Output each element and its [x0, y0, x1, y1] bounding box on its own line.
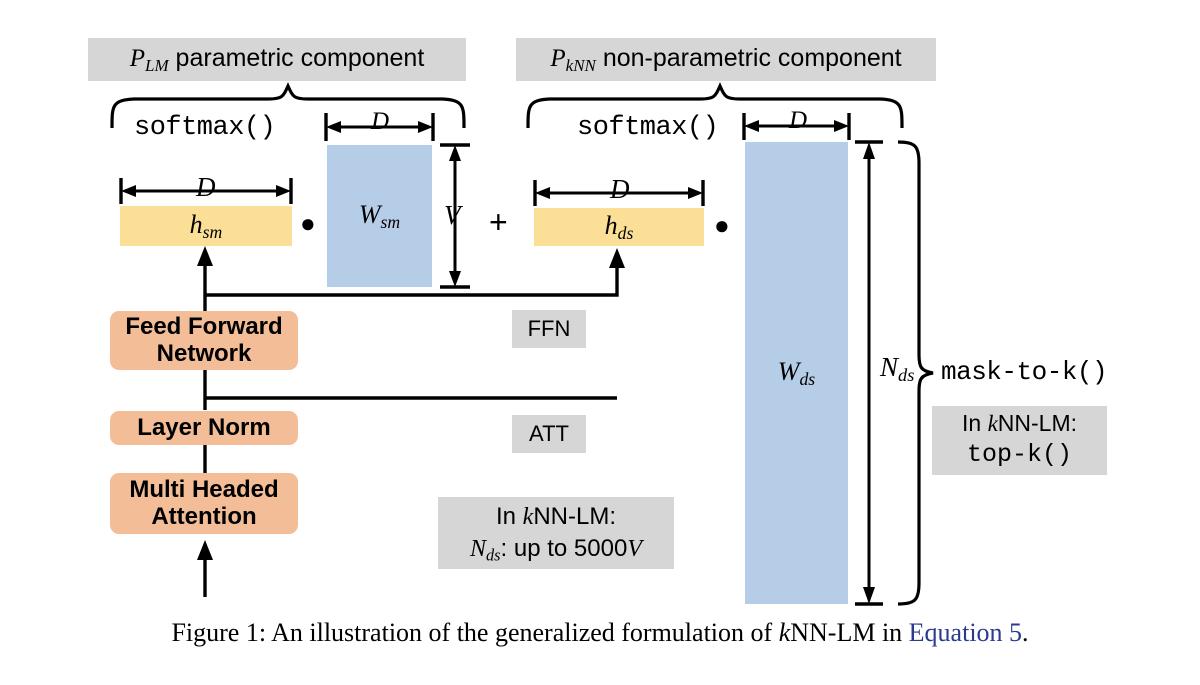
plus-operator: +: [489, 204, 508, 240]
nds-note: In kNN-LM: Nds: up to 5000V: [438, 497, 674, 569]
left-component-header: PLM parametric component: [88, 38, 466, 81]
mask-to-k-label: mask-to-k(): [941, 357, 1108, 387]
w-ds-subscript: ds: [799, 368, 816, 389]
right-header-text: non-parametric component: [595, 43, 902, 72]
left-header-text: parametric component: [168, 43, 425, 72]
mask-note-line1: In kNN-LM:: [962, 409, 1077, 439]
h-sm-block: hsm: [120, 206, 292, 246]
h-ds-block: hds: [534, 208, 704, 246]
right-w-width-label: D: [789, 107, 808, 134]
nds-subscript: ds: [898, 365, 915, 386]
mha-block-line2: Attention: [151, 502, 257, 530]
right-component-header: PkNN non-parametric component: [516, 38, 936, 81]
nds-symbol: N: [880, 352, 899, 382]
mask-to-k-brace: [897, 140, 934, 606]
left-brace: [110, 82, 466, 129]
caption-prefix: Figure 1: An illustration of the general…: [171, 618, 779, 647]
left-w-height-label: V: [444, 200, 461, 230]
caption-equation-link[interactable]: Equation 5: [908, 618, 1023, 647]
left-header-symbol: P: [129, 44, 145, 72]
w-ds-block: Wds: [745, 142, 848, 604]
right-header-symbol: P: [550, 44, 566, 72]
block-feed-forward-network: Feed Forward Network: [110, 311, 298, 370]
h-ds-subscript: ds: [617, 222, 634, 243]
left-w-width-label: D: [371, 108, 390, 135]
ffn-block-line1: Feed Forward: [125, 312, 283, 340]
ffn-block-line2: Network: [156, 339, 252, 367]
layer-norm-label: Layer Norm: [137, 413, 271, 441]
nds-note-V: V: [627, 535, 642, 562]
nds-note-text: : up to 5000: [500, 534, 628, 562]
nds-note-line1-prefix: In: [495, 502, 523, 530]
figure-caption: Figure 1: An illustration of the general…: [0, 618, 1200, 648]
caption-middle: NN-LM in: [790, 618, 909, 647]
nds-note-line1: In kNN-LM:: [496, 501, 616, 533]
h-sm-subscript: sm: [202, 221, 223, 242]
w-sm-subscript: sm: [380, 211, 401, 232]
right-h-width-label: D: [610, 174, 630, 204]
tag-att: ATT: [512, 415, 586, 453]
block-multi-headed-attention: Multi Headed Attention: [110, 473, 298, 534]
mask-note-prefix: In: [961, 410, 988, 437]
caption-suffix: .: [1022, 618, 1029, 647]
left-dot-operator: ●: [300, 208, 316, 238]
mask-note-k: k: [987, 411, 998, 437]
right-header-subscript: kNN: [565, 55, 596, 75]
right-dot-operator: ●: [714, 210, 730, 240]
nds-note-symbol: N: [470, 535, 487, 562]
tag-ffn: FFN: [512, 310, 586, 348]
h-ds-symbol: h: [604, 211, 618, 241]
right-w-height-label: Nds: [880, 352, 914, 386]
nds-note-line1-k: k: [522, 503, 534, 530]
left-h-width-label: D: [196, 172, 216, 202]
left-header-subscript: LM: [144, 55, 169, 75]
right-softmax-label: softmax(): [577, 113, 719, 143]
nds-note-line2: Nds: up to 5000V: [470, 533, 642, 566]
mask-note-suffix: NN-LM:: [997, 410, 1078, 437]
w-sm-symbol: W: [358, 200, 381, 230]
w-ds-symbol: W: [777, 357, 800, 387]
caption-k: k: [778, 618, 791, 647]
nds-note-sub: ds: [486, 545, 501, 565]
mask-note-line2: top-k(): [966, 440, 1073, 470]
mha-block-line1: Multi Headed: [129, 475, 279, 503]
nds-note-line1-suffix: NN-LM:: [533, 502, 616, 530]
left-softmax-label: softmax(): [134, 113, 276, 143]
w-sm-block: Wsm: [327, 145, 432, 287]
h-sm-symbol: h: [189, 210, 203, 240]
block-layer-norm: Layer Norm: [110, 411, 298, 445]
mask-to-k-note: In kNN-LM: top-k(): [932, 406, 1107, 475]
right-brace: [526, 82, 904, 129]
